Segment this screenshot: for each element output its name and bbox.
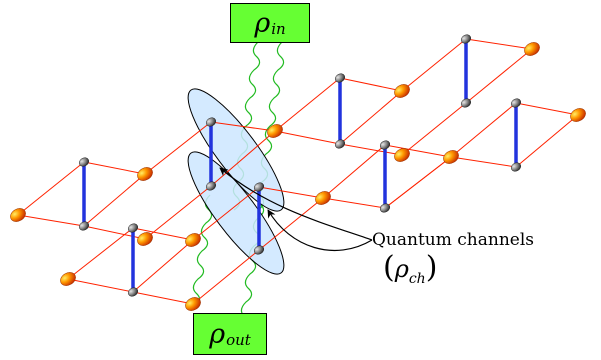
channel-arrows: [219, 167, 373, 252]
channel-symbol: ρ: [394, 255, 409, 283]
gray-sphere-icon: [510, 98, 522, 108]
channel-close-paren: ): [425, 250, 438, 285]
lattice-sites: [10, 42, 586, 311]
gray-sphere-icon: [205, 181, 217, 191]
wavy-line-out-left: [192, 194, 213, 308]
orange-sphere-icon: [137, 167, 153, 181]
gray-sphere-icon: [379, 203, 391, 213]
arrow-upper-channel: [219, 167, 373, 241]
orange-sphere-icon: [394, 148, 410, 162]
output-state-symbol: ρ: [209, 318, 226, 350]
orange-sphere-icon: [394, 84, 410, 98]
channel-symbol-label: (ρch): [383, 250, 438, 287]
gray-sphere-icon: [78, 157, 90, 167]
channel-subscript: ch: [408, 271, 426, 287]
gray-sphere-icon: [460, 34, 472, 44]
orange-sphere-icon: [443, 150, 459, 164]
gray-sphere-icon: [460, 98, 472, 108]
orange-sphere-icon: [10, 208, 26, 222]
orange-sphere-icon: [185, 297, 201, 311]
blue-bonds: [82, 39, 518, 292]
gray-sphere-icon: [510, 162, 522, 172]
arrow-lower-channel: [267, 209, 373, 252]
lattice-edges: [17, 38, 579, 305]
gray-sphere-icon: [334, 139, 346, 149]
channel-label: Quantum channels: [372, 230, 534, 250]
orange-sphere-icon: [60, 272, 76, 286]
orange-sphere-icon: [267, 124, 283, 138]
orange-sphere-icon: [570, 108, 586, 122]
gray-sphere-icon: [205, 117, 217, 127]
channel-ellipses: [187, 88, 285, 275]
gray-sphere-icon: [253, 245, 265, 255]
channel-open-paren: (: [383, 250, 395, 285]
gray-sphere-icon: [334, 73, 346, 83]
orange-sphere-icon: [137, 232, 153, 246]
input-state-subscript: in: [271, 20, 286, 38]
gray-sphere-icon: [78, 221, 90, 231]
gray-sphere-icon: [253, 182, 265, 192]
output-state-subscript: out: [226, 331, 251, 349]
orange-sphere-icon: [185, 233, 201, 247]
gray-sphere-icon: [127, 223, 139, 233]
gray-sphere-icon: [379, 140, 391, 150]
orange-sphere-icon: [524, 42, 540, 56]
orange-sphere-icon: [315, 191, 331, 205]
gray-sphere-icon: [127, 287, 139, 297]
qubit-nodes: [78, 34, 522, 297]
input-state-symbol: ρ: [254, 7, 271, 39]
